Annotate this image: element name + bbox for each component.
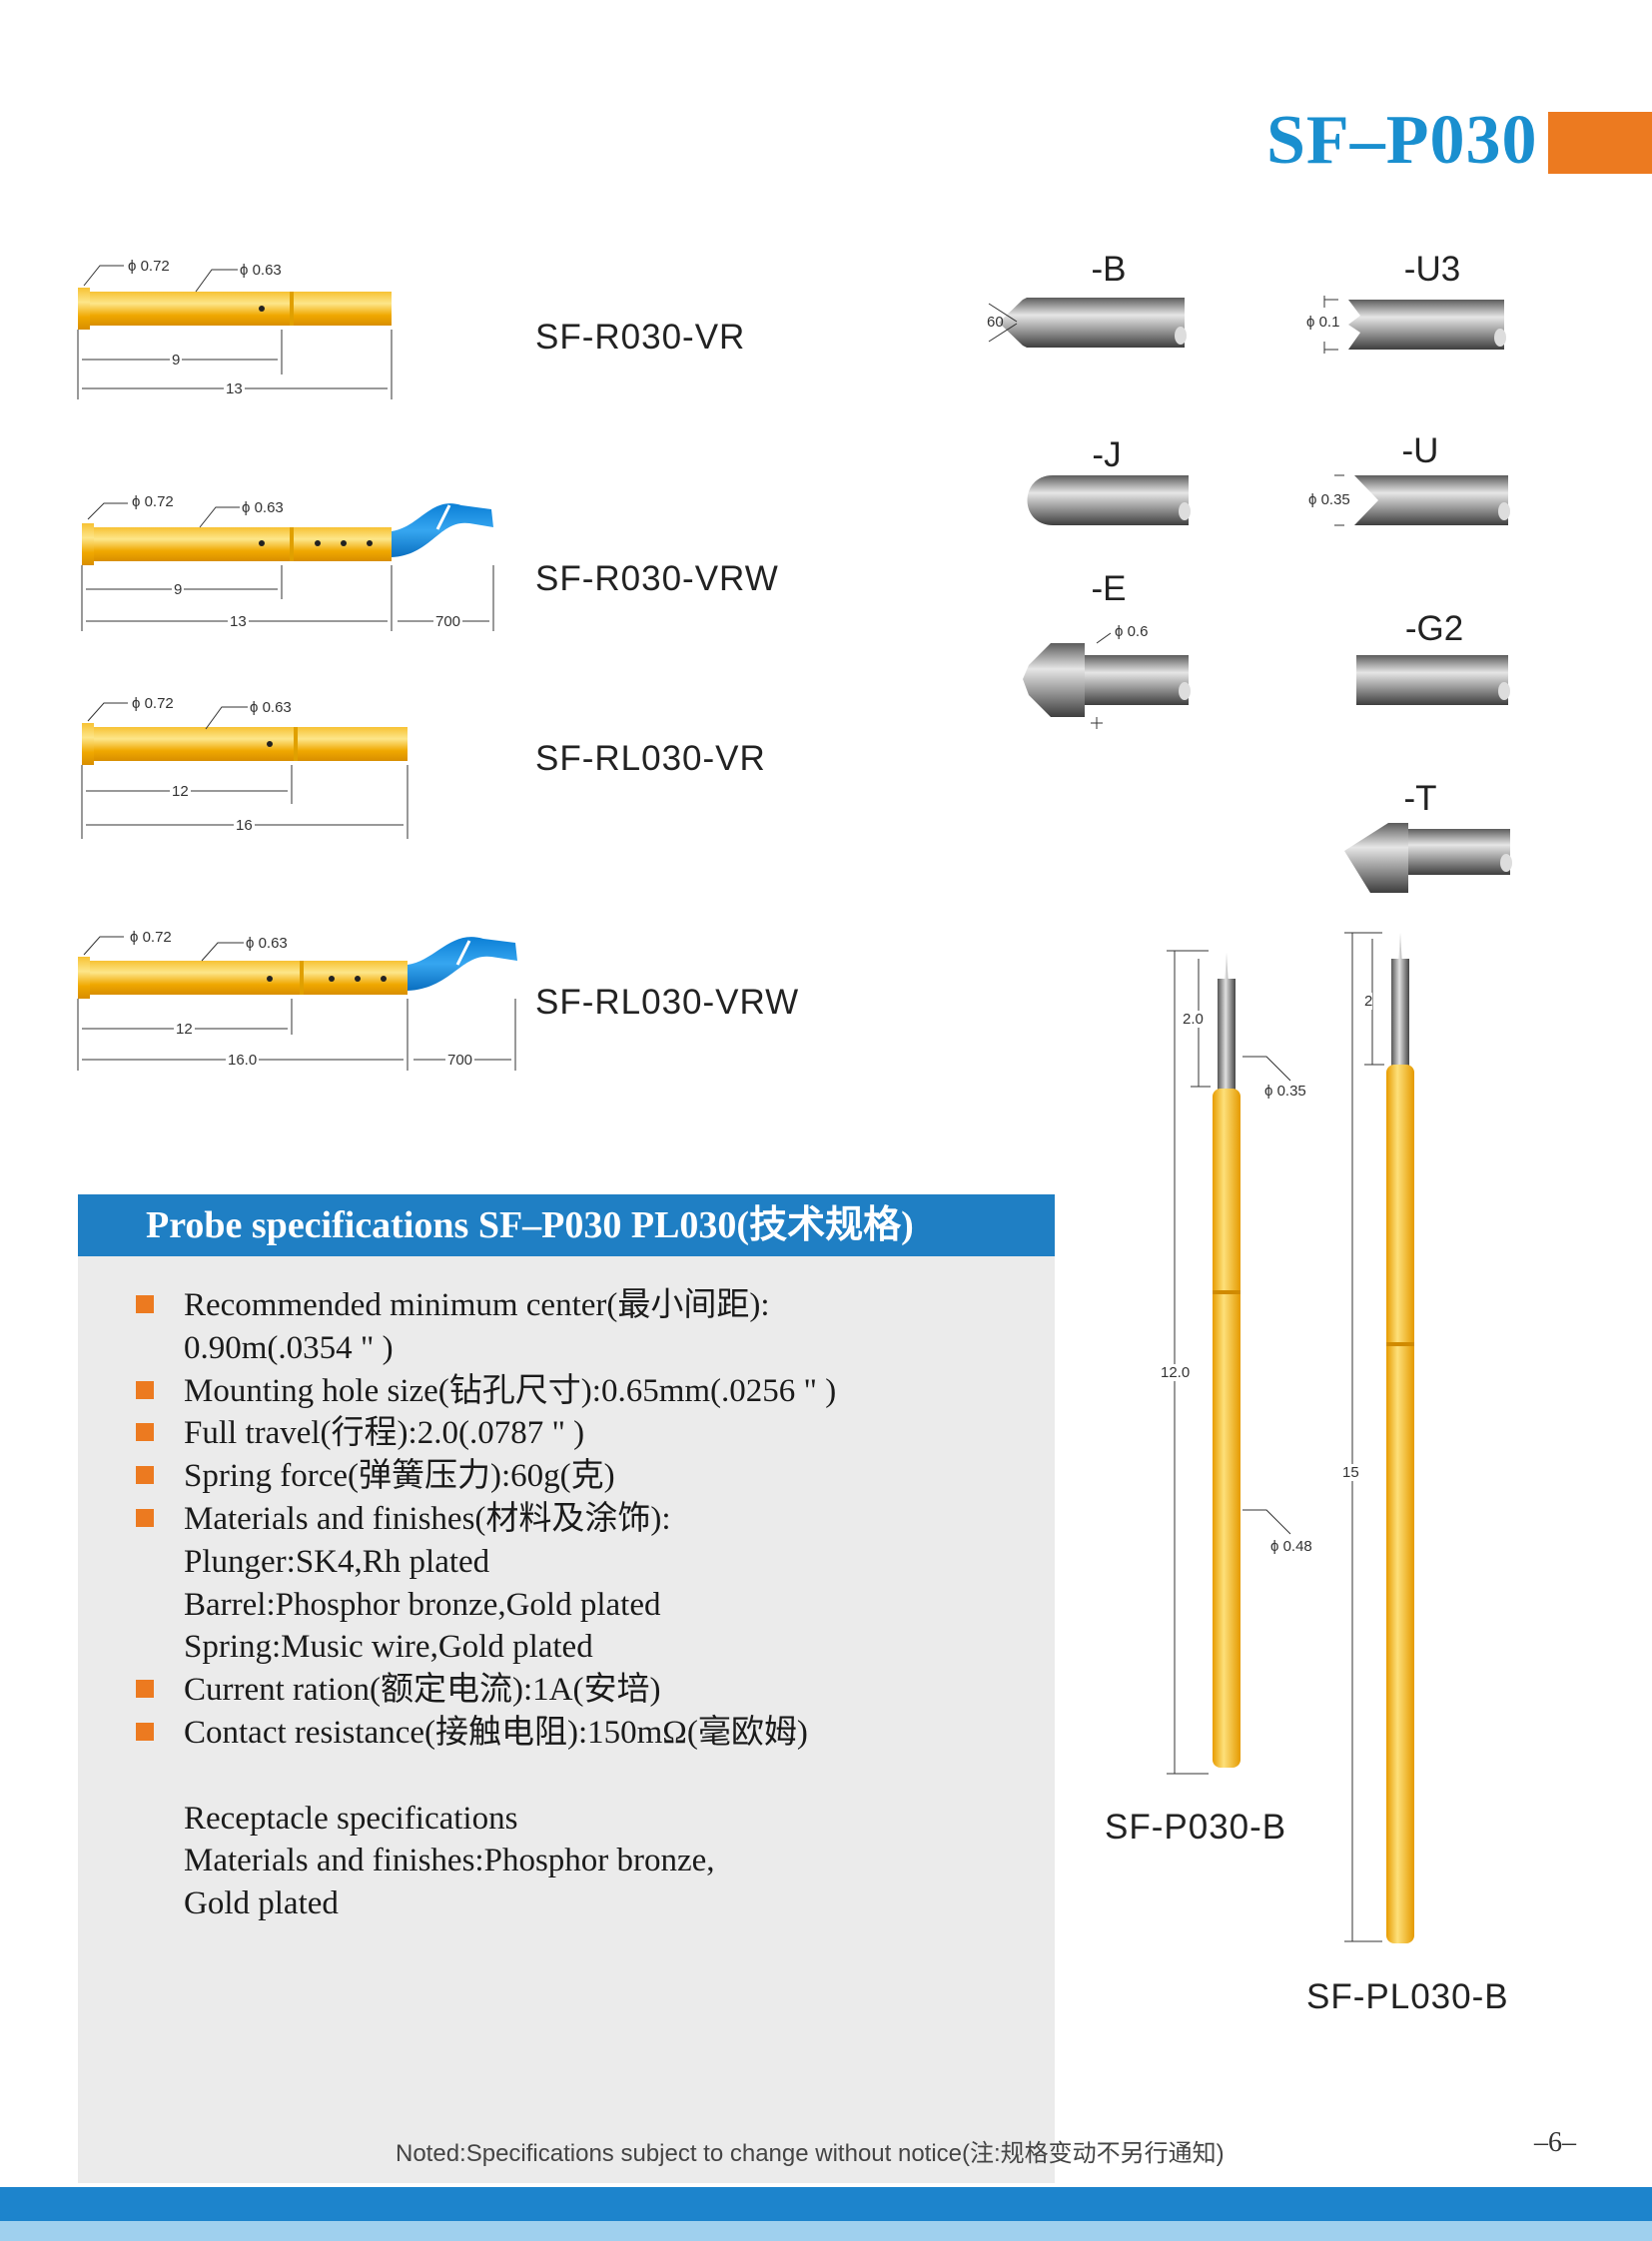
tip-g2-drawing: [1356, 655, 1510, 705]
tip-u-drawing: [1334, 474, 1510, 526]
probe-drawing-2: [1344, 932, 1414, 1943]
page-number: –6–: [1534, 2127, 1576, 2158]
tip-b-label: -B: [1091, 250, 1127, 289]
tip-t-drawing: [1344, 823, 1512, 893]
receptacle-model-3: SF-RL030-VR: [535, 739, 766, 778]
tip-u3-dia: ϕ 0.1: [1306, 314, 1340, 331]
spec-heading: Probe specifications SF–P030 PL030(技术规格): [78, 1194, 1055, 1256]
receptacle-3-body-dia: ϕ 0.63: [250, 699, 292, 716]
receptacle-3-head-dia: ϕ 0.72: [132, 695, 174, 712]
spec-line: 0.90m(.0354 " ): [184, 1329, 394, 1366]
tip-u-dia: ϕ 0.35: [1308, 491, 1350, 508]
spec-line: Mounting hole size(钻孔尺寸):0.65mm(.0256 " …: [136, 1370, 1035, 1413]
tip-j-drawing: [1027, 475, 1191, 525]
receptacle-drawing-3: [81, 702, 409, 839]
probe-2-tip-len: 2: [1364, 993, 1373, 1010]
receptacle-1-len-b: 13: [224, 380, 245, 397]
receptacle-1-len-a: 9: [170, 352, 183, 369]
spec-panel: [78, 1194, 1055, 2183]
receptacle-3-len-b: 16: [234, 817, 255, 834]
tip-g2-label: -G2: [1404, 609, 1464, 648]
receptacle-2-len-a: 9: [172, 581, 185, 598]
tip-e-label: -E: [1091, 569, 1127, 608]
title-accent-bar: [1548, 112, 1652, 174]
probe-1-tip-len: 2.0: [1183, 1011, 1204, 1028]
spec-line: Recommended minimum center(最小间距):: [136, 1284, 1035, 1327]
probe-drawing-1: [1167, 950, 1291, 1775]
spec-line: Materials and finishes:Phosphor bronze,: [184, 1843, 715, 1879]
receptacle-4-head-dia: ϕ 0.72: [130, 929, 172, 946]
tip-u-label: -U: [1401, 431, 1439, 470]
probe-model-2: SF-PL030-B: [1306, 1977, 1509, 2016]
spec-line: Gold plated: [184, 1885, 339, 1922]
receptacle-2-len-b: 13: [228, 613, 249, 630]
spec-line: Plunger:SK4,Rh plated: [184, 1543, 490, 1580]
spec-line: Current ration(额定电流):1A(安培): [136, 1669, 1035, 1712]
tip-e-drawing: [1023, 632, 1191, 729]
footer-bar: [0, 2187, 1652, 2221]
page-title: SF–P030: [1266, 102, 1538, 179]
probe-model-1: SF-P030-B: [1105, 1808, 1287, 1847]
tip-t-label: -T: [1403, 779, 1437, 818]
receptacle-4-body-dia: ϕ 0.63: [246, 935, 288, 952]
probe-2-total-len: 15: [1342, 1464, 1359, 1481]
receptacle-1-head-dia: ϕ 0.72: [128, 258, 170, 275]
receptacle-drawing-2: [81, 502, 494, 631]
spec-line: Materials and finishes(材料及涂饰):: [136, 1498, 1035, 1541]
receptacle-2-body-dia: ϕ 0.63: [242, 499, 284, 516]
probe-1-barrel-dia: ϕ 0.48: [1270, 1538, 1312, 1555]
tip-b-drawing: [988, 298, 1187, 348]
receptacle-model-1: SF-R030-VR: [535, 318, 746, 357]
footer-note: Noted:Specifications subject to change w…: [396, 2140, 1225, 2167]
spec-line: Receptacle specifications: [184, 1800, 518, 1837]
tip-e-dia: ϕ 0.6: [1115, 623, 1149, 640]
tip-j-label: -J: [1092, 435, 1122, 474]
receptacle-model-4: SF-RL030-VRW: [535, 983, 800, 1022]
receptacle-drawing-4: [77, 936, 517, 1071]
tip-b-angle: 60: [987, 314, 1004, 331]
spec-line: [136, 1755, 1035, 1798]
receptacle-2-wire-len: 700: [433, 613, 463, 630]
receptacle-4-wire-len: 700: [445, 1052, 475, 1069]
tip-u3-drawing: [1323, 296, 1506, 354]
receptacle-3-len-a: 12: [170, 783, 191, 800]
receptacle-4-len-b: 16.0: [226, 1052, 260, 1069]
spec-line: Spring force(弹簧压力):60g(克): [136, 1455, 1035, 1498]
receptacle-drawing-1: [77, 265, 393, 399]
spec-list: Recommended minimum center(最小间距):0.90m(.…: [136, 1284, 1035, 1925]
tip-u3-label: -U3: [1403, 250, 1461, 289]
receptacle-4-len-a: 12: [174, 1021, 195, 1038]
receptacle-1-body-dia: ϕ 0.63: [240, 262, 282, 279]
probe-1-total-len: 12.0: [1161, 1364, 1191, 1381]
spec-line: Barrel:Phosphor bronze,Gold plated: [184, 1586, 661, 1623]
spec-line: Full travel(行程):2.0(.0787 " ): [136, 1412, 1035, 1455]
probe-1-tip-dia: ϕ 0.35: [1264, 1083, 1306, 1100]
receptacle-model-2: SF-R030-VRW: [535, 559, 779, 598]
footer-bar-light: [0, 2221, 1652, 2241]
spec-line: Contact resistance(接触电阻):150mΩ(毫欧姆): [136, 1712, 1035, 1755]
receptacle-2-head-dia: ϕ 0.72: [132, 493, 174, 510]
spec-line: Spring:Music wire,Gold plated: [184, 1629, 593, 1666]
